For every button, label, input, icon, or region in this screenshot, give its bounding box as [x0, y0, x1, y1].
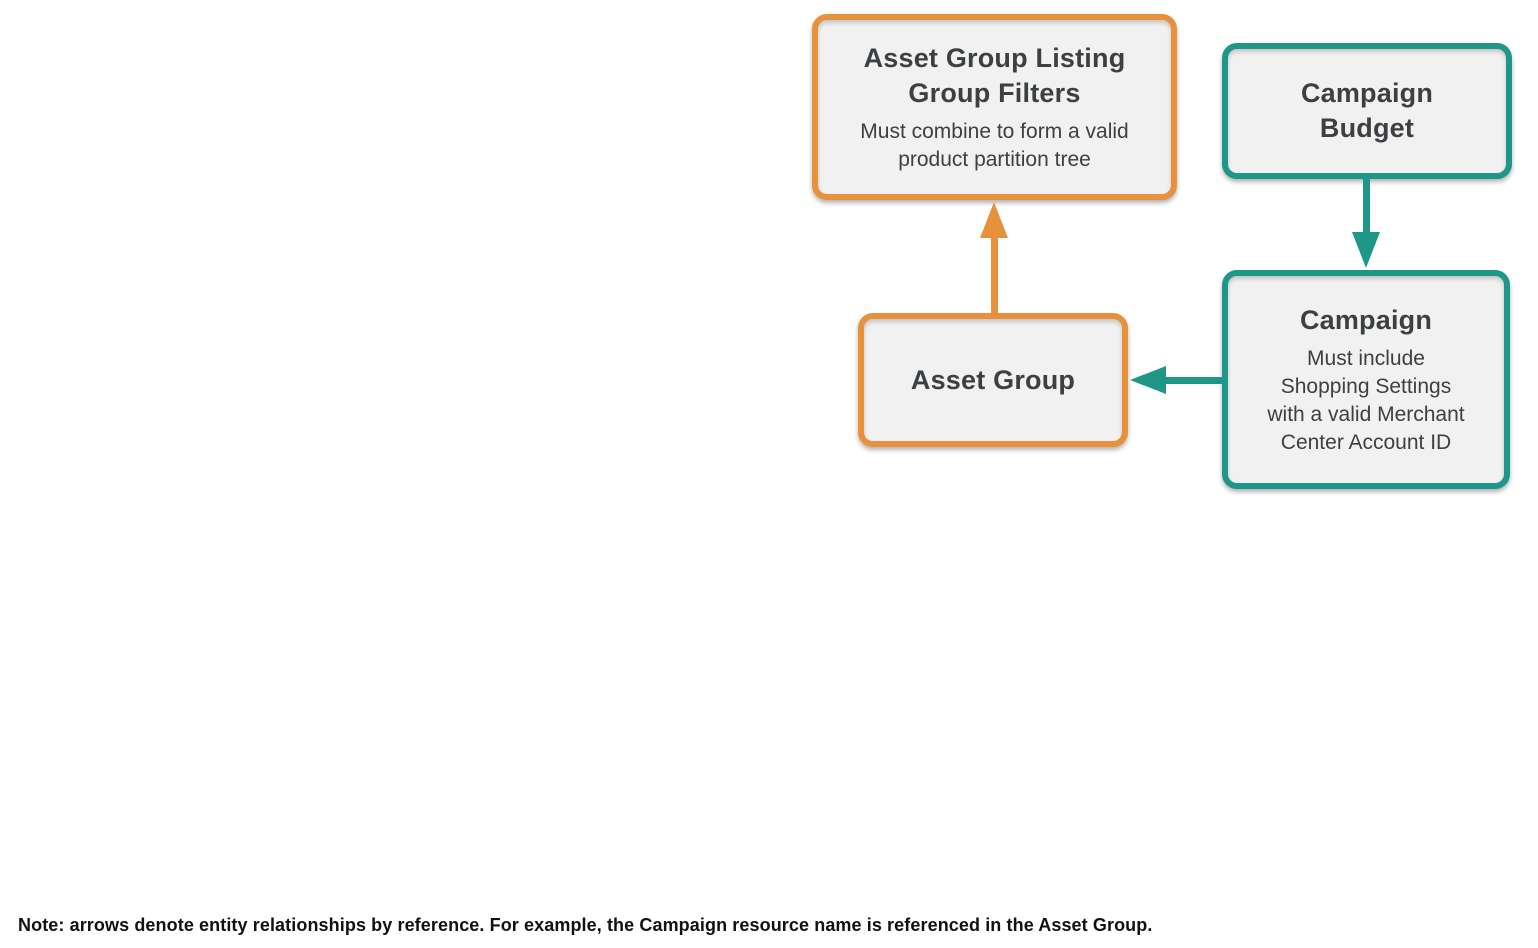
arrow-asset-group-to-listing-filters-stem	[991, 228, 998, 313]
arrow-campaign-to-asset-group-stem	[1163, 377, 1223, 384]
node-campaign-budget: Campaign Budget	[1222, 43, 1512, 179]
node-title: Campaign Budget	[1300, 78, 1434, 143]
node-subtitle: Must include Shopping Settings with a va…	[1267, 346, 1465, 454]
node-title: Asset Group	[910, 364, 1076, 395]
node-subtitle: Must combine to form a valid product par…	[860, 119, 1129, 171]
footnote: Note: arrows denote entity relationships…	[18, 915, 1153, 935]
arrow-campaign-to-asset-group-head-icon	[1130, 366, 1166, 394]
node-campaign: Campaign Must include Shopping Settings …	[1222, 270, 1510, 489]
arrow-campaign-budget-to-campaign-head-icon	[1352, 232, 1380, 268]
arrow-asset-group-to-listing-filters-head-icon	[980, 202, 1008, 238]
node-asset-group: Asset Group	[858, 313, 1128, 447]
arrow-campaign-budget-to-campaign-stem	[1363, 178, 1370, 236]
node-title: Campaign	[1299, 304, 1433, 335]
node-asset-group-listing-group-filters: Asset Group Listing Group Filters Must c…	[812, 14, 1177, 200]
node-title: Asset Group Listing Group Filters	[863, 42, 1126, 108]
